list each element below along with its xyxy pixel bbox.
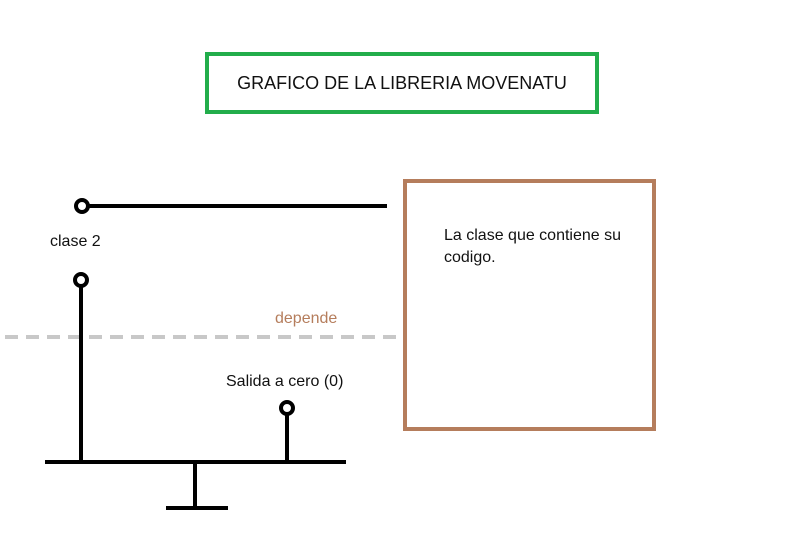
salida-terminal	[279, 400, 295, 416]
clase2-terminal	[73, 272, 89, 288]
salida-label: Salida a cero (0)	[226, 373, 344, 390]
depende-label: depende	[275, 310, 338, 327]
top-terminal	[74, 198, 90, 214]
diagram-title-box: GRAFICO DE LA LIBRERIA MOVENATU	[205, 52, 599, 114]
diagram-title: GRAFICO DE LA LIBRERIA MOVENATU	[237, 72, 567, 93]
clase2-label: clase 2	[50, 233, 101, 250]
class-box-text: La clase que contiene su codigo.	[444, 227, 622, 266]
class-box: La clase que contiene su codigo.	[403, 179, 656, 431]
